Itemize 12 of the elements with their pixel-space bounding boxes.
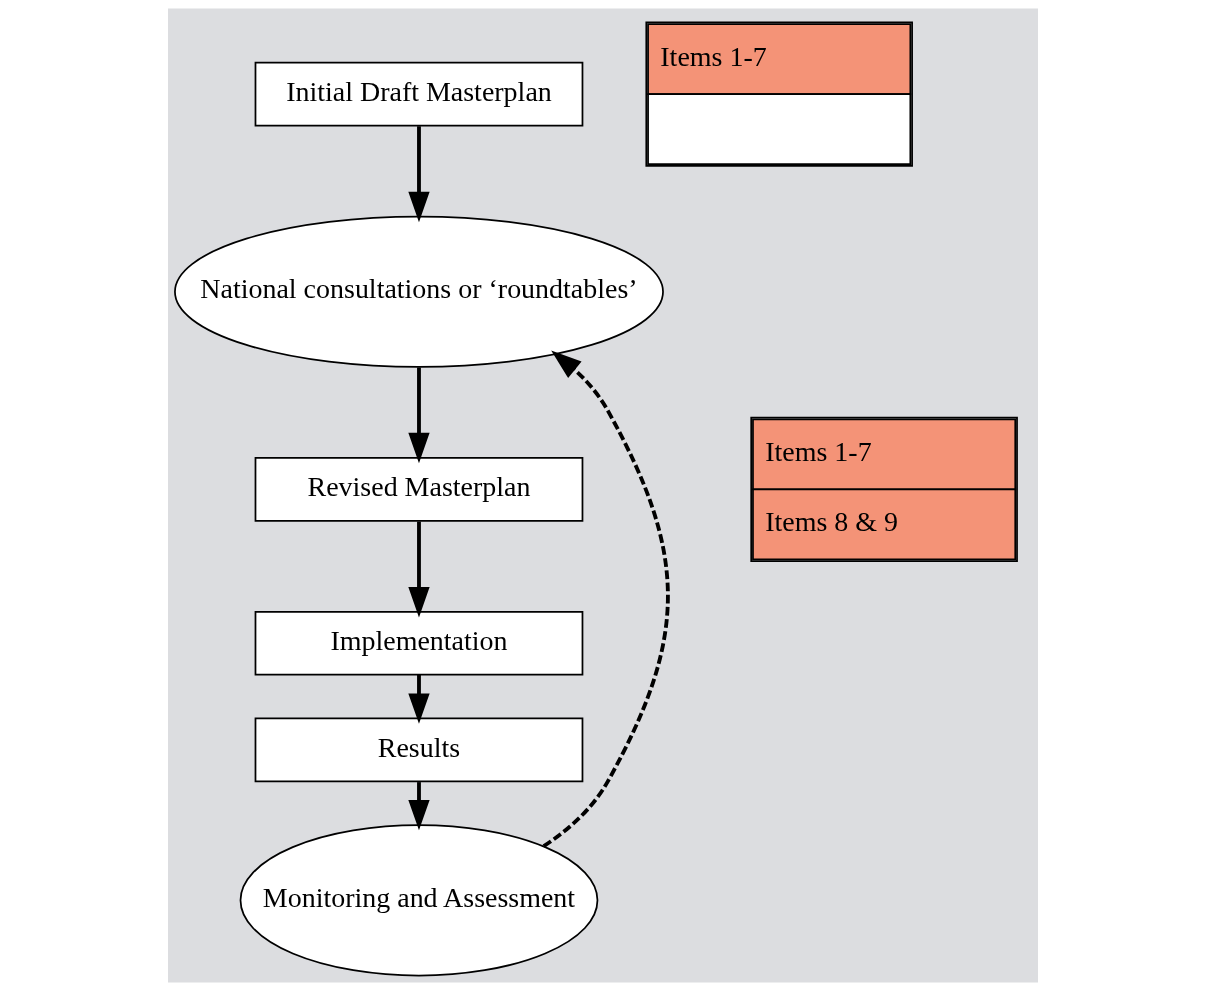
arrow <box>407 367 430 464</box>
arrow <box>542 350 670 848</box>
node-box: Implementation <box>254 610 583 676</box>
arrow <box>407 126 430 223</box>
arrow <box>407 521 430 618</box>
arrow <box>407 674 430 724</box>
node-box: Revised Masterplan <box>254 457 583 522</box>
node-box: Initial Draft Masterplan <box>254 61 583 127</box>
node-ellipse: Monitoring and Assessment <box>239 824 598 977</box>
node-ellipse: National consultations or ‘roundtables’ <box>173 215 664 368</box>
node-box: Results <box>254 717 583 783</box>
arrow <box>407 782 430 831</box>
